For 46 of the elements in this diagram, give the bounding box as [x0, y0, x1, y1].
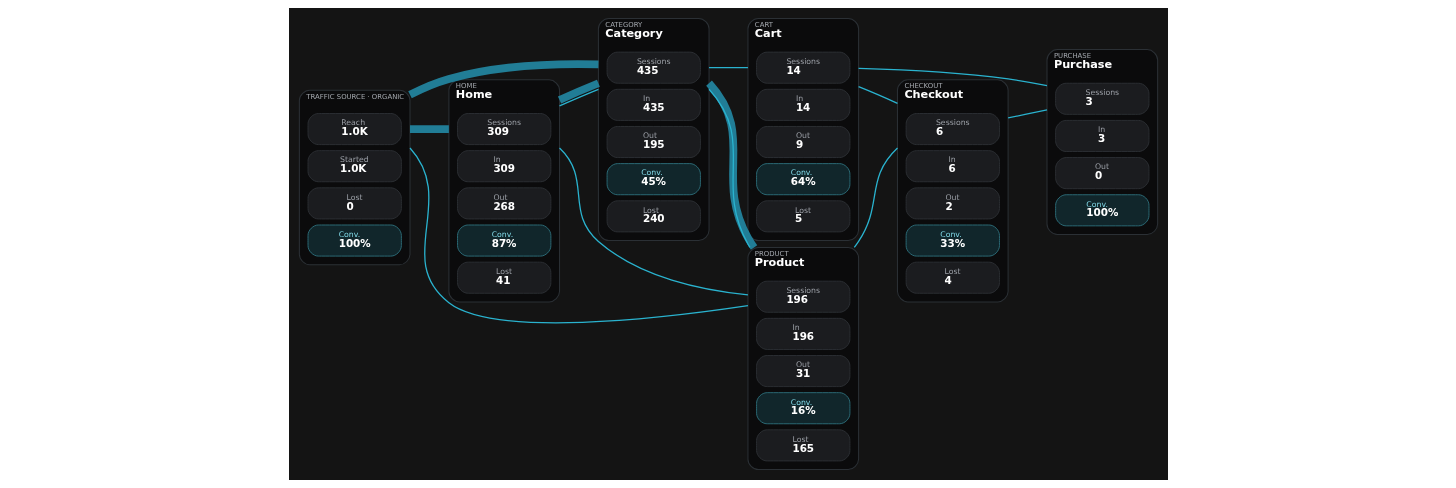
node-box: Lost 4: [905, 261, 1000, 294]
connector: [407, 60, 598, 99]
node-box: Sessions 435: [606, 51, 701, 84]
node-box: In 309: [456, 150, 551, 183]
node-box: Lost 5: [755, 200, 850, 233]
node-box: Sessions 309: [456, 113, 551, 146]
node-box: Lost 165: [755, 429, 850, 462]
connector: [408, 147, 749, 324]
node-box: Conv. 45%: [606, 163, 701, 196]
node-box: Conv. 100%: [1054, 194, 1149, 227]
connector: [558, 147, 749, 296]
node-box: Sessions 3: [1054, 82, 1149, 115]
connector: [707, 88, 751, 249]
node-box: Out 9: [755, 126, 850, 158]
connector: [857, 86, 898, 104]
connector: [707, 67, 749, 69]
node-box: Out 31: [755, 355, 850, 388]
node-box: Out 0: [1054, 157, 1149, 190]
node-box: Sessions 196: [755, 280, 850, 313]
node-box: Out 195: [606, 126, 701, 158]
node-box: Sessions 6: [905, 113, 1000, 146]
connector: [558, 88, 599, 107]
node-box: In 3: [1054, 119, 1149, 152]
node-box: Lost 0: [307, 187, 402, 220]
node-box: In 14: [755, 88, 850, 121]
node-box: Conv. 16%: [755, 392, 850, 425]
node-box: Conv. 64%: [755, 163, 850, 196]
node-box: In 6: [905, 150, 1000, 183]
node-box: Started 1.0K: [307, 150, 402, 183]
node-box: Sessions 14: [755, 51, 850, 84]
node-box: Out 268: [456, 187, 551, 220]
connector: [857, 67, 1048, 87]
connector: [409, 125, 449, 133]
node-box: Out 2: [905, 187, 1000, 220]
node-box: Lost 240: [606, 200, 701, 233]
node-box: In 435: [606, 88, 701, 121]
node-box: Conv. 87%: [456, 224, 551, 257]
connector: [557, 79, 600, 104]
connector: [853, 147, 898, 249]
node-box: Conv. 33%: [905, 224, 1000, 257]
node-box: Reach 1.0K: [307, 113, 402, 146]
node-box: In 196: [755, 317, 850, 350]
node-box: Conv. 100%: [307, 224, 402, 257]
node-box: Lost 41: [456, 261, 551, 294]
connector: [1006, 109, 1048, 119]
connector: [705, 80, 757, 250]
